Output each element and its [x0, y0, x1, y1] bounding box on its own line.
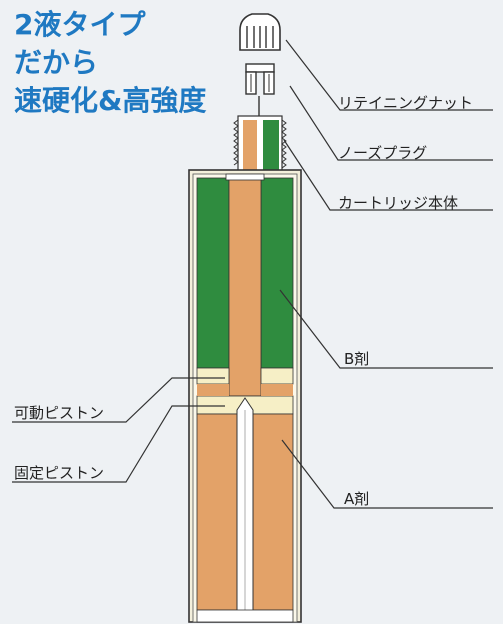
nose-plug-illustration	[245, 63, 275, 120]
threaded-neck	[233, 115, 287, 173]
inner-tube	[225, 173, 265, 397]
leader-movable-piston	[12, 377, 225, 423]
label-fixed-piston: 固定ピストン	[14, 464, 105, 482]
label-agent-b: B剤	[344, 350, 370, 368]
label-retaining-nut: リテイニングナット	[338, 94, 474, 112]
leader-lines	[12, 39, 493, 509]
headline-line-1: 2液タイプ	[14, 8, 146, 41]
headline-line-2: だから	[14, 46, 99, 79]
leader-cartridge-body	[283, 139, 493, 211]
retaining-nut-illustration	[239, 13, 281, 51]
leader-agent-b	[279, 289, 493, 369]
central-rod	[236, 397, 254, 613]
label-movable-piston: 可動ピストン	[14, 404, 105, 422]
label-nose-plug: ノーズプラグ	[338, 144, 428, 162]
label-cartridge-body: カートリッジ本体	[338, 194, 459, 212]
label-agent-a: A剤	[344, 490, 370, 508]
leader-retaining-nut	[285, 39, 493, 111]
movable-piston-illustration	[196, 367, 294, 385]
leader-fixed-piston	[12, 405, 225, 483]
leader-agent-a	[281, 439, 493, 509]
headline-line-3: 速硬化&高強度	[14, 84, 207, 117]
headline: 2液タイプ だから 速硬化&高強度	[14, 6, 206, 120]
leader-nose-plug	[289, 85, 493, 161]
